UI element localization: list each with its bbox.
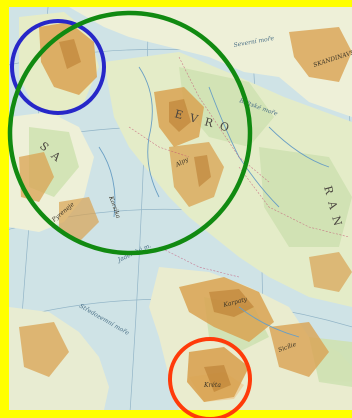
map-view[interactable]: SKANDINAVS E V R O S A R A N Severní moř…	[9, 7, 352, 410]
physical-map-svg: SKANDINAVS E V R O S A R A N Severní moř…	[9, 7, 352, 410]
label-kreta: Kréta	[203, 382, 221, 389]
